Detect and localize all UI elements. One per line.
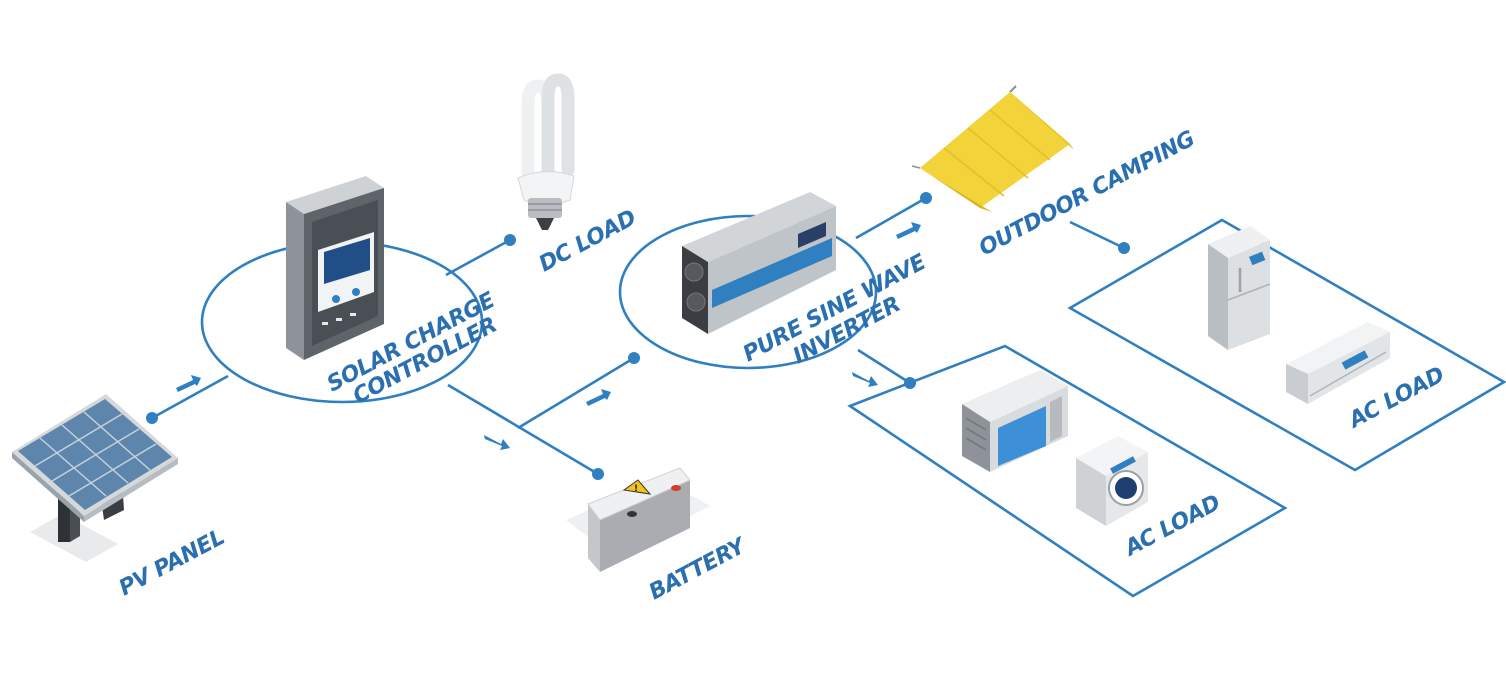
wire-dot-inverter: [628, 352, 640, 364]
wire-controller-to-battery: [447, 383, 599, 476]
microwave-icon: [962, 370, 1068, 472]
wire-dot-acload2: [1118, 242, 1130, 254]
ac-load-zone-1: [847, 344, 1288, 598]
wire-dot-battery: [592, 468, 604, 480]
connections: [146, 192, 1130, 480]
washing-machine-icon: [1076, 436, 1148, 526]
wire-dot-camping: [920, 192, 932, 204]
arrow-inverter-to-camping: [896, 222, 921, 239]
cfl-bulb-icon: [517, 73, 575, 230]
inverter-zone: [618, 214, 878, 370]
charge-controller-icon: [286, 176, 384, 360]
tent-icon: [911, 85, 1074, 212]
wire-bus-to-inverter: [517, 356, 635, 430]
air-conditioner-icon: [1286, 322, 1390, 404]
ac-load-zone-2: [1067, 218, 1506, 472]
arrow-controller-to-battery: [484, 435, 510, 450]
arrow-to-inverter: [586, 389, 611, 406]
inverter-icon: [682, 192, 836, 334]
wire-dot-dcload: [504, 234, 516, 246]
wire-dot-pv: [146, 412, 158, 424]
wire-controller-to-dcload: [445, 238, 511, 277]
arrow-pv-to-controller: [176, 375, 201, 392]
svg-text:!: !: [634, 484, 638, 494]
wire-pv-to-controller: [151, 374, 229, 420]
refrigerator-icon: [1208, 226, 1271, 350]
label-pv-panel: PV PANEL: [115, 525, 229, 601]
wire-inverter-to-camping: [855, 196, 927, 240]
battery-icon: !: [566, 467, 710, 572]
solar-panel-icon: [12, 394, 178, 562]
wire-camping-to-acload2: [1069, 220, 1125, 250]
arrow-inverter-to-acload1: [852, 372, 878, 387]
label-battery: BATTERY: [645, 533, 751, 605]
wire-inverter-to-acload1: [857, 348, 911, 385]
